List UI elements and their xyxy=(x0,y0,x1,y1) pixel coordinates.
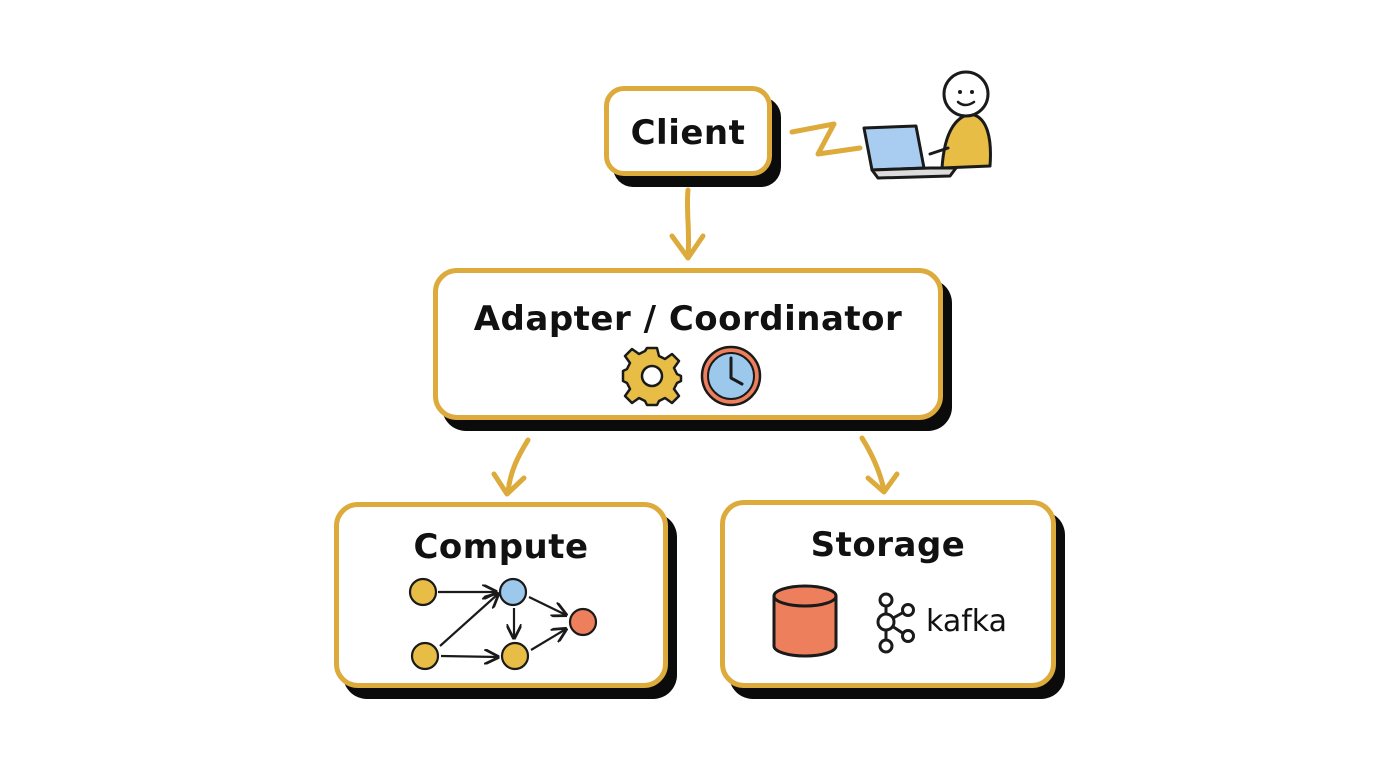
graph-node xyxy=(498,577,528,607)
person-icon xyxy=(928,70,992,170)
database-cylinder-icon xyxy=(772,584,838,658)
arrow-adapter-to-storage xyxy=(859,435,900,495)
kafka-label: kafka xyxy=(926,604,1008,639)
adapter-coordinator-node: Adapter / Coordinator xyxy=(433,268,943,420)
client-node: Client xyxy=(604,86,772,176)
adapter-coordinator-label: Adapter / Coordinator xyxy=(473,299,903,339)
client-label: Client xyxy=(630,113,746,153)
graph-node xyxy=(568,607,598,637)
gear-icon xyxy=(621,346,683,407)
arrow-adapter-to-compute xyxy=(491,437,531,497)
laptop-icon xyxy=(862,124,958,180)
storage-label: Storage xyxy=(810,525,966,565)
clock-icon xyxy=(700,345,762,407)
arrow-client-to-adapter xyxy=(669,187,706,261)
graph-node xyxy=(408,577,438,607)
kafka-logo xyxy=(876,592,915,654)
graph-node xyxy=(410,641,440,671)
graph-icon xyxy=(408,577,598,671)
compute-label: Compute xyxy=(413,527,589,567)
graph-node xyxy=(500,641,530,671)
user-connector-zigzag xyxy=(789,121,863,157)
